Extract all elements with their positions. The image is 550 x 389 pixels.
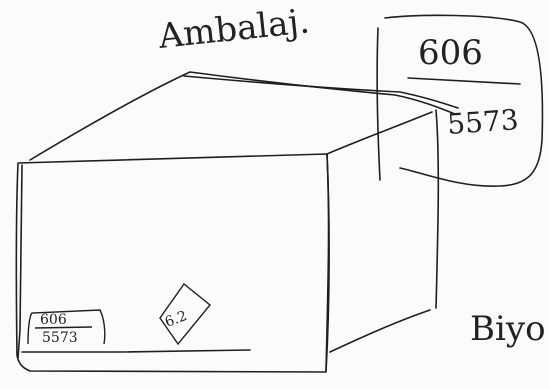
box-right-edge <box>436 110 438 308</box>
box-bottom-edge <box>22 350 250 352</box>
box-left-edge <box>18 165 22 358</box>
callout-leader-line <box>184 76 458 108</box>
box-bottom-right-edge <box>330 310 430 352</box>
label-denominator: 5573 <box>42 330 78 346</box>
box-top-right-edge <box>327 112 432 154</box>
callout-numerator: 606 <box>418 33 483 73</box>
bottom-handwriting: Biyo <box>470 309 546 349</box>
callout-fraction-line <box>408 78 520 84</box>
label-numerator: 606 <box>40 312 67 328</box>
box-top-back-edge <box>30 72 455 160</box>
diamond-text: 6.2 <box>163 308 189 331</box>
title-handwriting: Ambalaj. <box>156 1 312 57</box>
callout-denominator: 5573 <box>446 103 519 141</box>
